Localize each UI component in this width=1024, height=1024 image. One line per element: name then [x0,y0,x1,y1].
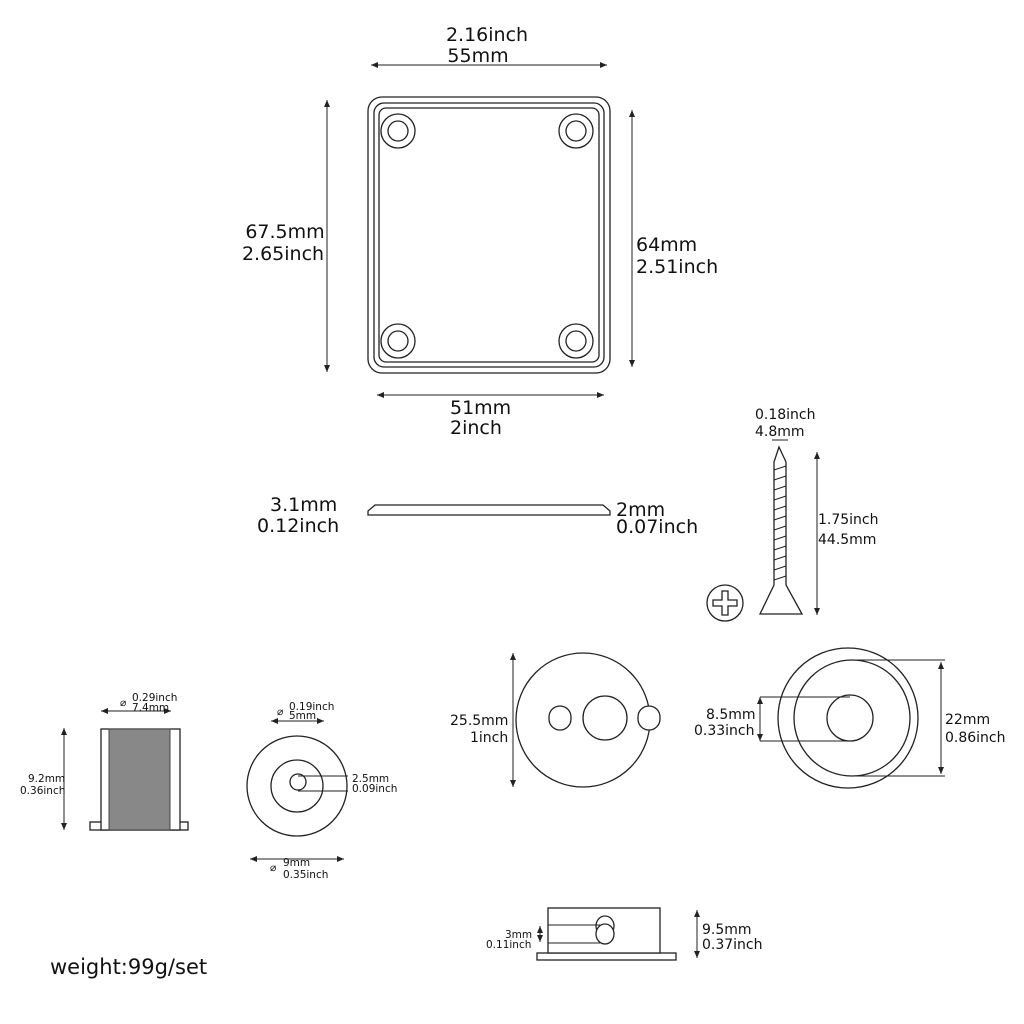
plate-height-inch: 2.65inch [242,243,324,265]
weight-label: weight:99g/set [50,955,207,979]
ferrule-drawing [89,728,189,831]
screw-hole [380,113,416,149]
jack-side-height-inch: 0.37inch [702,937,763,953]
plate-width-mm: 55mm [447,45,508,67]
screw-hole [380,323,416,359]
diameter-icon: ⌀ [277,706,283,718]
side-edge-inch: 0.07inch [616,516,698,538]
jack-dia-mm: 25.5mm [450,713,508,729]
jack-plate-side [536,907,677,961]
washer-outer-inch: 0.35inch [283,869,328,881]
inner-height-mm: 64mm [636,234,697,256]
jack-plate-back [760,647,945,789]
screw-dia-mm: 4.8mm [755,424,805,440]
inner-height-inch: 2.51inch [636,256,718,278]
washer-hole-mm: 2.5mm [352,773,389,785]
jack-hole-mm: 8.5mm [706,707,756,723]
jack-side-height-mm: 9.5mm [702,922,752,938]
neck-plate-side-view [367,504,611,516]
washer-hole-inch: 0.09inch [352,783,397,795]
screw-dia-inch: 0.18inch [755,407,816,423]
side-thick-inch: 0.12inch [257,515,339,537]
ferrule-height-inch: 0.36inch [20,785,65,797]
diameter-icon: ⌀ [270,862,276,874]
jack-plate-front [515,652,661,788]
ferrule-dia-inch-text: 0.29inch [132,692,177,704]
side-thick-mm: 3.1mm [270,494,337,516]
side-edge-mm: 2mm [616,499,665,521]
washer-inner-inch: 0.19inch [289,701,334,713]
jack-hole-inch: 0.33inch [694,723,755,739]
washer-drawing [246,735,348,837]
jack-inner-mm: 22mm [945,712,990,728]
jack-side-hole-inch: 0.11inch [486,939,531,951]
jack-inner-inch: 0.86inch [945,730,1006,746]
jack-dia-inch: 1inch [470,730,508,746]
diameter-icon: ⌀ [120,697,126,709]
screw-hole [558,113,594,149]
screw-length-mm: 44.5mm [818,532,876,548]
inner-width-mm: 51mm [450,397,511,419]
neck-plate-top-view [367,96,611,374]
inner-width-inch: 2inch [450,417,502,439]
screw-length-inch: 1.75inch [818,512,879,528]
ferrule-dia-mm: 7.4mm [132,702,169,714]
jack-side-hole-mm: 3mm [505,929,532,941]
ferrule-height-mm: 9.2mm [28,773,65,785]
screw-hole [558,323,594,359]
washer-inner-mm: 5mm [289,710,316,722]
phillips-head-icon [706,584,744,622]
washer-outer-mm: 9mm [283,857,310,869]
plate-height-mm: 67.5mm [245,221,324,243]
plate-width-inch: 2.16inch [446,24,528,46]
screw-drawing [758,445,804,615]
